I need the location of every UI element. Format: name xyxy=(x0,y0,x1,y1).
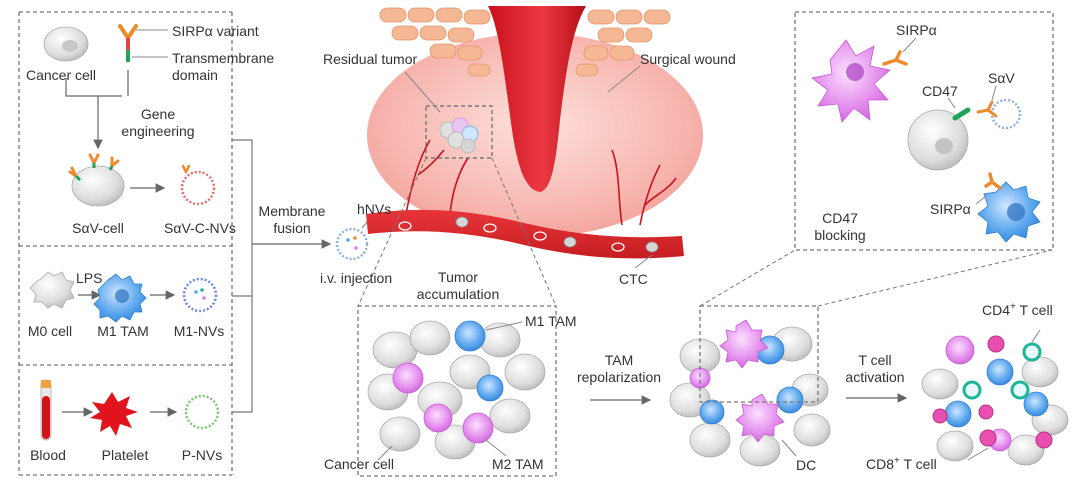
m1-cell-right-icon xyxy=(977,181,1041,243)
sav-c-nv-icon xyxy=(180,164,216,206)
label-cancer-cell-center: Cancer cell xyxy=(324,456,395,472)
sirpa-receptor-icon xyxy=(882,50,908,66)
skin-cells xyxy=(379,7,671,77)
label-transmembrane: Transmembrane xyxy=(172,50,275,66)
label-sirpa-top: SIRPα xyxy=(896,22,937,38)
label-sav: SαV xyxy=(988,70,1015,86)
cd4-text: CD4 xyxy=(982,302,1011,318)
tumor-cluster-1 xyxy=(367,320,546,460)
cd8-t-cell-text: T cell xyxy=(899,456,937,472)
label-cancer-cell: Cancer cell xyxy=(26,67,97,83)
sav-cell-icon xyxy=(68,153,125,207)
label-activation: activation xyxy=(845,369,905,385)
label-sav-cell: SαV-cell xyxy=(72,220,124,236)
p-nv-icon xyxy=(184,394,220,430)
dc-zoom-box xyxy=(699,305,819,403)
label-tumor: Tumor xyxy=(438,269,478,285)
label-gene: Gene xyxy=(140,106,176,122)
label-dc: DC xyxy=(796,457,817,473)
label-domain: domain xyxy=(172,67,218,83)
label-sirpa-bottom: SIRPα xyxy=(930,201,971,217)
label-cd47: CD47 xyxy=(922,83,958,99)
label-lps: LPS xyxy=(76,270,103,286)
sav-nv-icon xyxy=(976,98,1022,130)
label-m1-nvs: M1-NVs xyxy=(173,323,225,339)
label-m2-tam: M2 TAM xyxy=(492,456,544,472)
platelet-icon xyxy=(90,392,138,436)
label-hnvs: hNVs xyxy=(357,201,392,217)
label-m0-cell: M0 cell xyxy=(27,323,73,339)
m1-tam-icon xyxy=(93,273,147,323)
hnv-icon xyxy=(335,227,369,261)
label-residual-tumor: Residual tumor xyxy=(323,51,418,67)
cd8-text: CD8 xyxy=(866,456,895,472)
surgical-site xyxy=(367,6,703,237)
cd4-t-cell-text: T cell xyxy=(1015,302,1053,318)
label-tam: TAM xyxy=(604,352,634,368)
label-m1-tam: M1 TAM xyxy=(97,323,149,339)
residual-tumor-box xyxy=(425,105,493,159)
label-cd47-blocking-2: blocking xyxy=(814,227,866,243)
tumor-microenvironment-box xyxy=(357,305,557,477)
capillaries xyxy=(404,139,677,226)
label-platelet: Platelet xyxy=(101,447,149,463)
label-repolarization: repolarization xyxy=(576,369,662,385)
cancer-cell-icon xyxy=(43,26,89,62)
blood-tube-icon xyxy=(40,379,52,441)
label-fusion: fusion xyxy=(273,220,311,236)
dc-cluster xyxy=(669,319,831,467)
label-t-cell: T cell xyxy=(858,352,892,368)
sirpa-variant-icon xyxy=(118,24,138,62)
cd4-plus: + xyxy=(1010,301,1016,313)
left-panel xyxy=(18,11,233,476)
blood-vessel xyxy=(366,209,684,269)
label-p-nvs: P-NVs xyxy=(181,447,223,463)
cd47-icon xyxy=(952,107,971,121)
t-cell-cluster xyxy=(921,335,1069,466)
cd8-plus: + xyxy=(894,455,900,467)
sirpa-receptor-bottom-icon xyxy=(984,172,1002,190)
residual-tumor-icon xyxy=(439,117,479,154)
label-cd4-t-cell: CD4+ T cell xyxy=(982,302,1053,318)
label-sav-c-nvs: SαV-C-NVs xyxy=(164,220,236,236)
label-blood: Blood xyxy=(30,447,66,463)
label-surgical-wound: Surgical wound xyxy=(640,51,736,67)
m0-cell-icon xyxy=(29,271,75,309)
label-cd8-t-cell: CD8+ T cell xyxy=(866,456,937,472)
label-m1-tam-center: M1 TAM xyxy=(525,313,577,329)
label-accumulation: accumulation xyxy=(416,286,500,302)
m1-nv-icon xyxy=(182,277,218,313)
label-ctc: CTC xyxy=(619,271,648,287)
cancer-cell-right-icon xyxy=(907,109,969,171)
label-engineering: engineering xyxy=(121,123,195,139)
label-cd47-blocking-1: CD47 xyxy=(822,210,858,226)
dc-cell-icon xyxy=(811,39,891,123)
label-iv-injection: i.v. injection xyxy=(320,270,393,286)
label-membrane: Membrane xyxy=(258,203,326,219)
cd47-blocking-panel xyxy=(794,11,1054,251)
fusion-connectors xyxy=(232,139,332,413)
label-sirpa-variant: SIRPα variant xyxy=(172,23,259,39)
